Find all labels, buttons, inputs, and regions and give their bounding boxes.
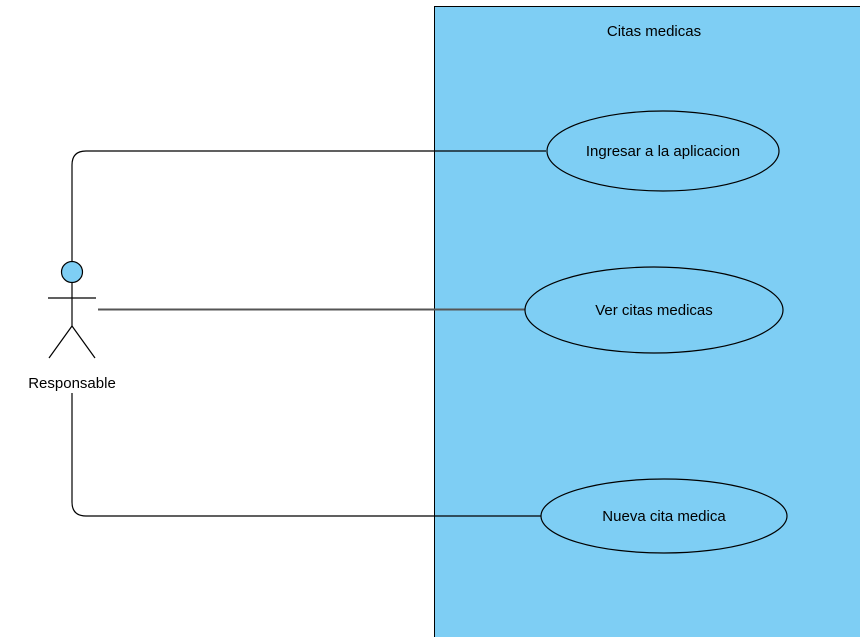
system-title: Citas medicas bbox=[607, 23, 701, 40]
actor-head bbox=[62, 262, 83, 283]
use-case-nueva-cita[interactable]: Nueva cita medica bbox=[541, 479, 787, 553]
use-case-label: Ver citas medicas bbox=[595, 302, 713, 319]
use-case-label: Ingresar a la aplicacion bbox=[586, 143, 740, 160]
actor-label: Responsable bbox=[28, 375, 116, 392]
actor-responsable[interactable]: Responsable bbox=[28, 262, 116, 393]
actor-right-leg bbox=[72, 326, 95, 358]
use-case-label: Nueva cita medica bbox=[602, 508, 726, 525]
actor-left-leg bbox=[49, 326, 72, 358]
use-case-ver-citas[interactable]: Ver citas medicas bbox=[525, 267, 783, 353]
use-case-ingresar[interactable]: Ingresar a la aplicacion bbox=[547, 111, 779, 191]
